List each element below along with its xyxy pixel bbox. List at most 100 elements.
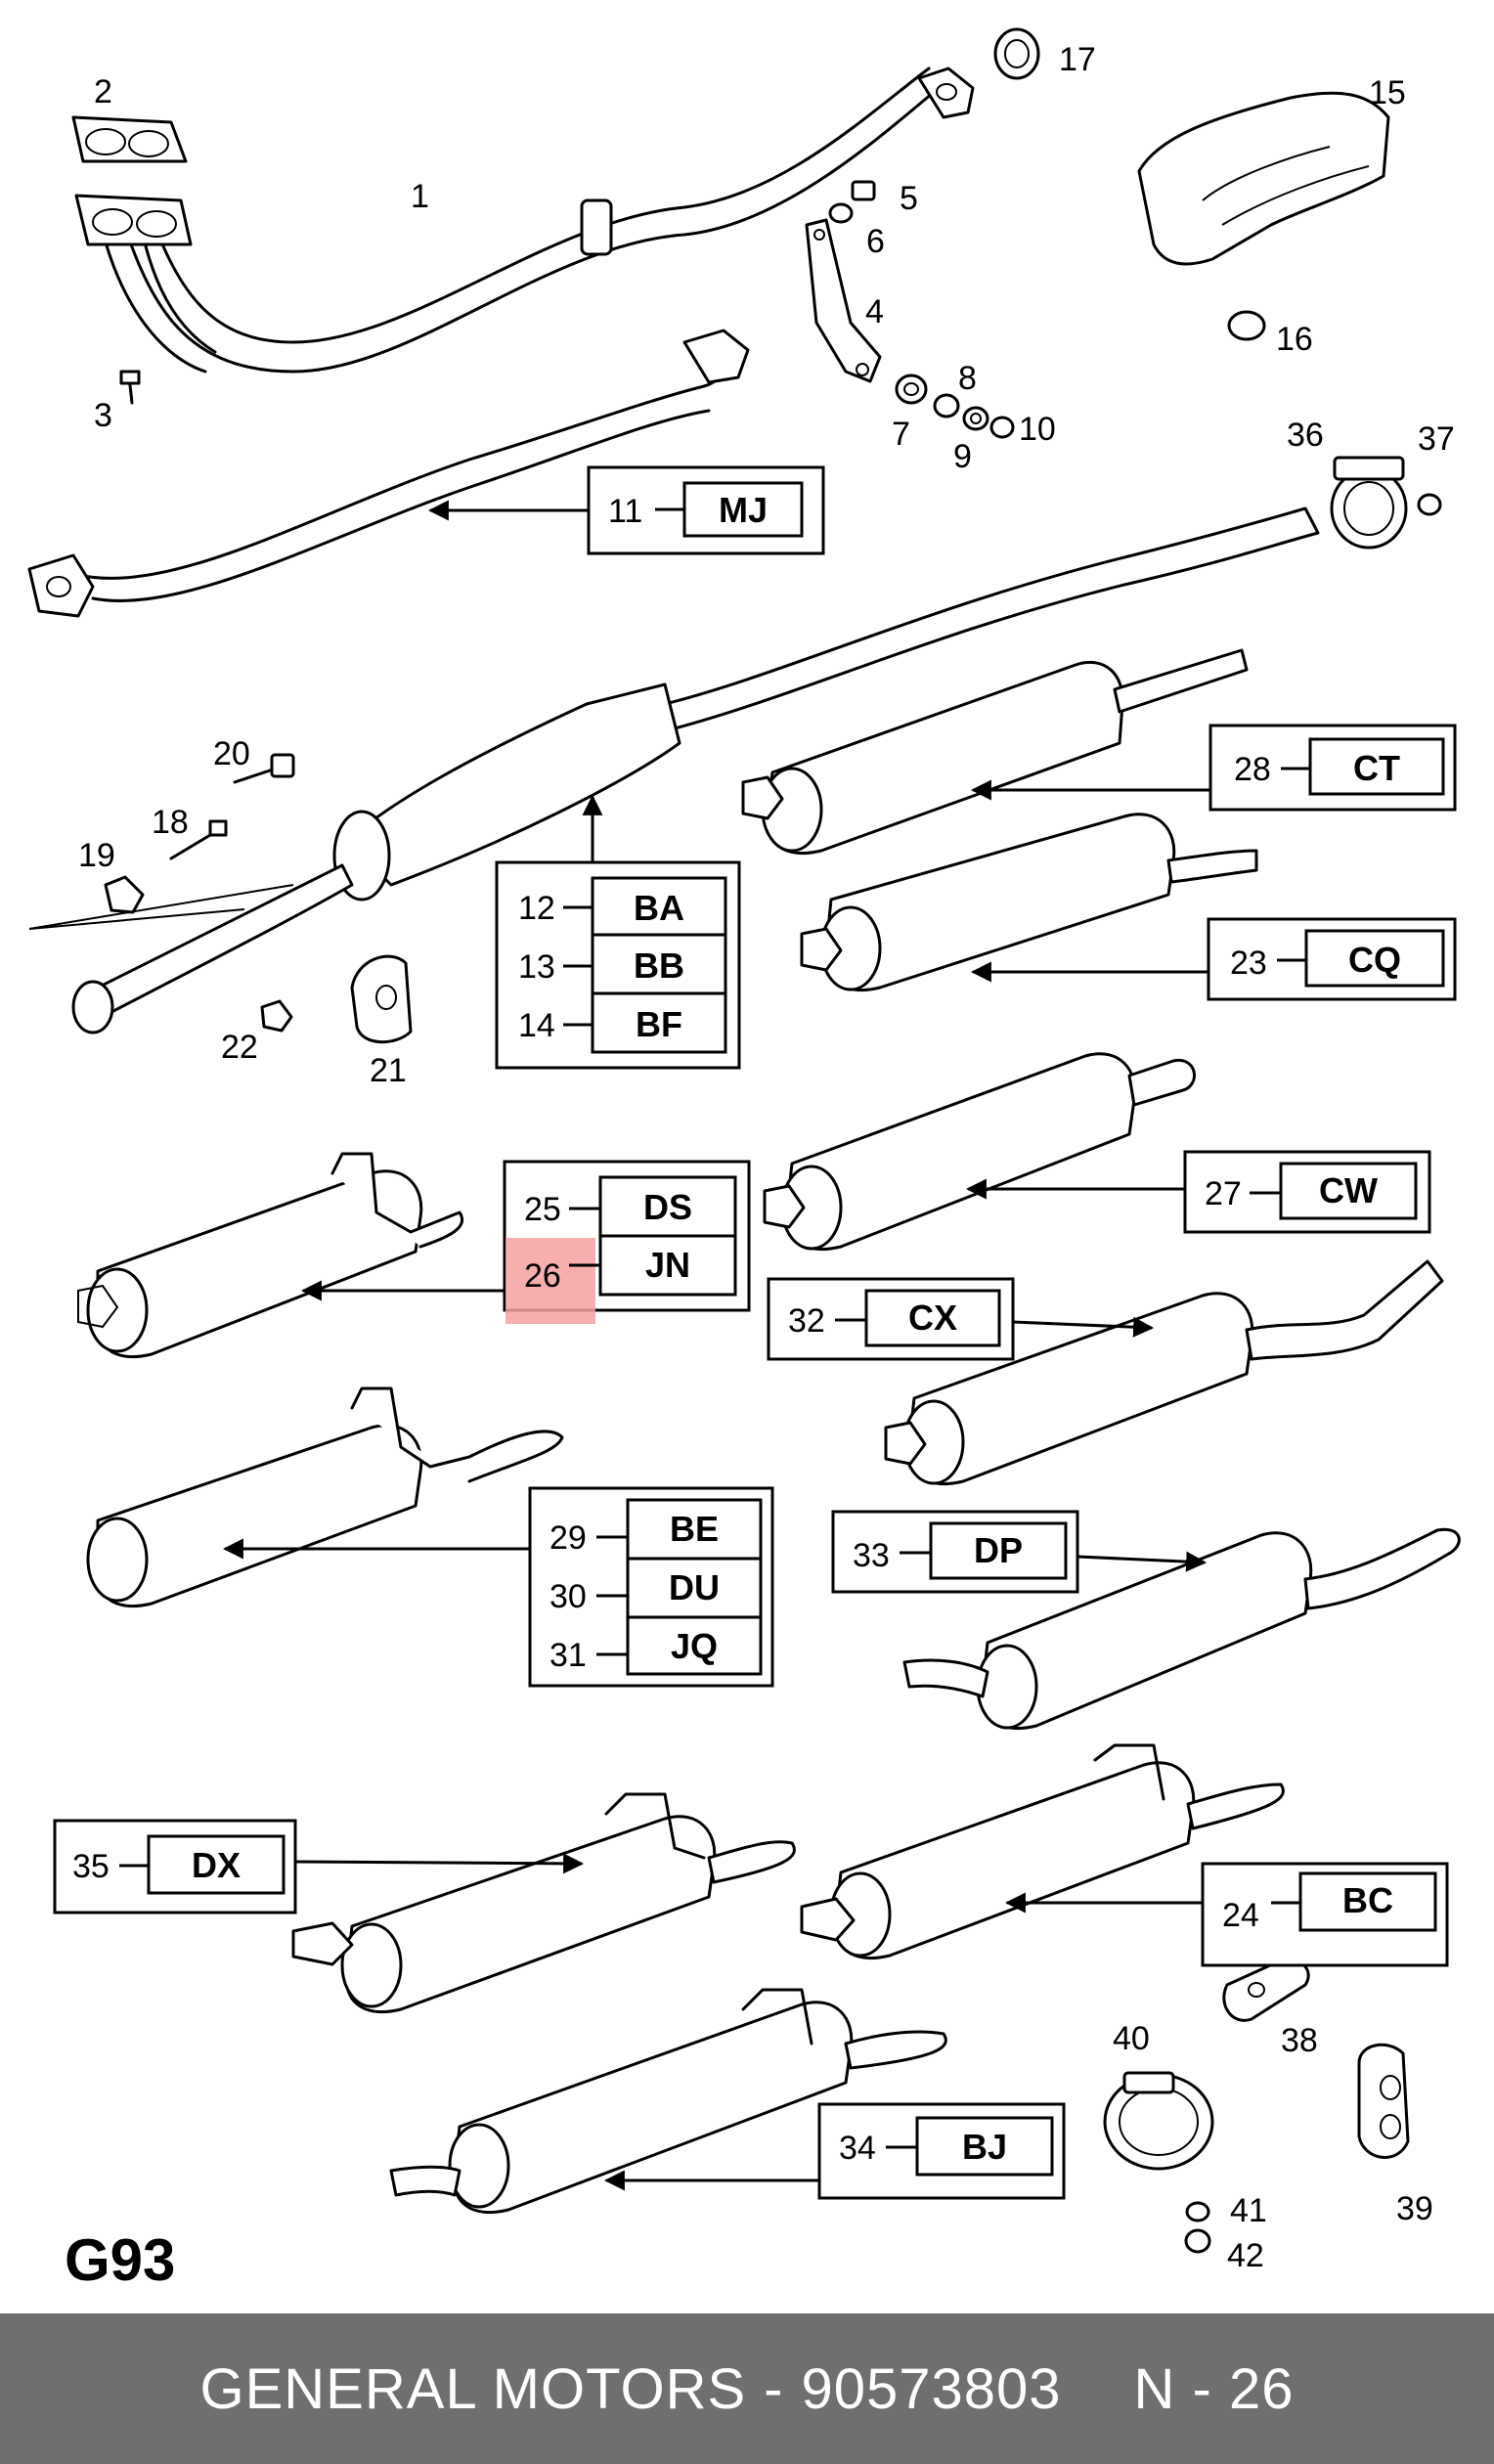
- callout-code: BJ: [962, 2127, 1007, 2167]
- footer-bar: GENERAL MOTORS - 90573803 N - 26: [0, 2313, 1494, 2464]
- exhaust-system-diagram: 1 2 3 4 5 6 7 8 9 10 15 16 17 18 19 20 2…: [27, 27, 1461, 2293]
- label-part-9: 9: [953, 438, 972, 475]
- callout-code: DU: [669, 1567, 720, 1607]
- rear-muffler-cw: [763, 1052, 1196, 1252]
- callout-number: 35: [72, 1848, 110, 1885]
- clamp-part-40: [1103, 2071, 1214, 2171]
- callout-code: JN: [645, 1245, 690, 1285]
- label-part-18: 18: [152, 804, 189, 841]
- rubber-mount-part-39: [1357, 2043, 1410, 2159]
- label-part-4: 4: [865, 293, 884, 330]
- washer-part-6: [828, 202, 854, 224]
- bolt-part-3: [119, 370, 141, 405]
- rear-muffler-dp: [902, 1527, 1461, 1731]
- callout-28-ct[interactable]: 28 CT: [970, 724, 1457, 812]
- label-part-6: 6: [866, 223, 885, 260]
- callout-27-cw[interactable]: 27 CW: [965, 1150, 1431, 1234]
- callout-number: 13: [518, 948, 555, 986]
- callout-number: 31: [549, 1637, 587, 1674]
- rear-muffler-cq: [800, 813, 1258, 992]
- footer-brand: GENERAL MOTORS: [199, 2356, 747, 2421]
- washer-part-41: [1185, 2201, 1210, 2222]
- nut-part-16: [1227, 310, 1266, 341]
- callout-code: BC: [1342, 1880, 1393, 1920]
- label-part-41: 41: [1230, 2192, 1267, 2229]
- rear-muffler-ds-jn: [77, 1152, 463, 1359]
- nut-part-37: [1417, 493, 1442, 516]
- label-part-42: 42: [1227, 2237, 1264, 2274]
- label-part-10: 10: [1019, 411, 1056, 448]
- seal-ring-part-17: [993, 27, 1040, 80]
- label-part-22: 22: [221, 1029, 258, 1066]
- callout-number: 27: [1205, 1175, 1242, 1212]
- clamp-part-36: [1330, 456, 1408, 550]
- label-part-40: 40: [1113, 2020, 1150, 2057]
- label-part-19: 19: [78, 837, 115, 874]
- rear-muffler-dx: [291, 1792, 796, 2014]
- callout-12-14[interactable]: 12 13 14 BA BB BF: [495, 794, 741, 1070]
- callout-code: BE: [670, 1509, 719, 1549]
- bolt-part-20: [233, 753, 295, 784]
- callout-24-bc[interactable]: 24 BC: [1004, 1862, 1449, 1967]
- callout-number-highlighted: 26: [524, 1257, 561, 1295]
- bushing-part-7: [895, 374, 928, 405]
- callout-29-31[interactable]: 29 30 31 BE DU JQ: [222, 1486, 774, 1688]
- callout-number: 29: [549, 1519, 587, 1557]
- bolt-part-18: [169, 819, 228, 860]
- callout-number: 14: [518, 1007, 555, 1044]
- callout-code: BF: [636, 1004, 682, 1044]
- rear-muffler-be-du-jq: [86, 1386, 564, 1608]
- callout-number: 33: [853, 1537, 890, 1574]
- rear-muffler-cx: [884, 1259, 1444, 1486]
- callout-number: 11: [608, 493, 642, 530]
- nut-part-10: [989, 416, 1015, 439]
- label-part-5: 5: [900, 180, 918, 217]
- nut-part-42: [1184, 2228, 1211, 2254]
- callout-code: MJ: [719, 490, 768, 530]
- manifold-flange-part-2: [71, 115, 193, 246]
- intermediate-pipe-mj: [27, 329, 750, 618]
- footer-position: N - 26: [1133, 2356, 1295, 2421]
- label-part-36: 36: [1287, 417, 1324, 454]
- callout-33-dp[interactable]: 33 DP: [831, 1510, 1208, 1594]
- label-part-15: 15: [1369, 74, 1406, 111]
- callout-32-cx[interactable]: 32 CX: [767, 1277, 1155, 1361]
- rear-muffler-ct: [741, 648, 1249, 856]
- rear-muffler-bc: [800, 1743, 1285, 1960]
- heat-shield-part-15: [1137, 91, 1390, 266]
- highlight-part-26: [505, 1238, 595, 1324]
- label-part-38: 38: [1281, 2022, 1318, 2059]
- label-part-37: 37: [1418, 420, 1455, 458]
- label-part-39: 39: [1396, 2190, 1433, 2227]
- clip-part-22: [260, 999, 293, 1033]
- rear-muffler-bj: [389, 1988, 947, 2215]
- callout-code: JQ: [671, 1626, 718, 1666]
- callout-code: DP: [974, 1530, 1023, 1570]
- callout-number: 24: [1222, 1897, 1259, 1934]
- sheet-label: G93: [65, 2227, 175, 2293]
- rubber-mount-part-21: [350, 954, 413, 1044]
- label-part-8: 8: [958, 360, 977, 397]
- callout-number: 32: [788, 1302, 825, 1340]
- callout-code: CT: [1353, 748, 1400, 788]
- callout-25-26[interactable]: 25 26 DS JN: [300, 1160, 751, 1324]
- label-part-16: 16: [1276, 321, 1313, 358]
- callout-code: CX: [908, 1298, 957, 1338]
- callout-34-bj[interactable]: 34 BJ: [603, 2102, 1066, 2200]
- label-part-2: 2: [94, 73, 112, 110]
- callout-number: 28: [1234, 751, 1271, 788]
- bracket-part-4: [805, 218, 882, 383]
- callout-35-dx[interactable]: 35 DX: [53, 1819, 585, 1914]
- label-part-20: 20: [213, 735, 250, 772]
- nut-part-19: [104, 875, 145, 914]
- callout-number: 25: [524, 1191, 561, 1228]
- callout-code: DS: [643, 1187, 692, 1227]
- front-muffler-ba: [28, 506, 1320, 1034]
- label-part-1: 1: [411, 178, 429, 215]
- label-part-21: 21: [370, 1052, 407, 1089]
- label-part-17: 17: [1059, 41, 1096, 78]
- callout-code: CQ: [1348, 940, 1401, 980]
- callout-23-cq[interactable]: 23 CQ: [970, 917, 1457, 1001]
- callout-11-mj[interactable]: 11 MJ: [427, 465, 825, 555]
- callout-code: CW: [1319, 1170, 1378, 1210]
